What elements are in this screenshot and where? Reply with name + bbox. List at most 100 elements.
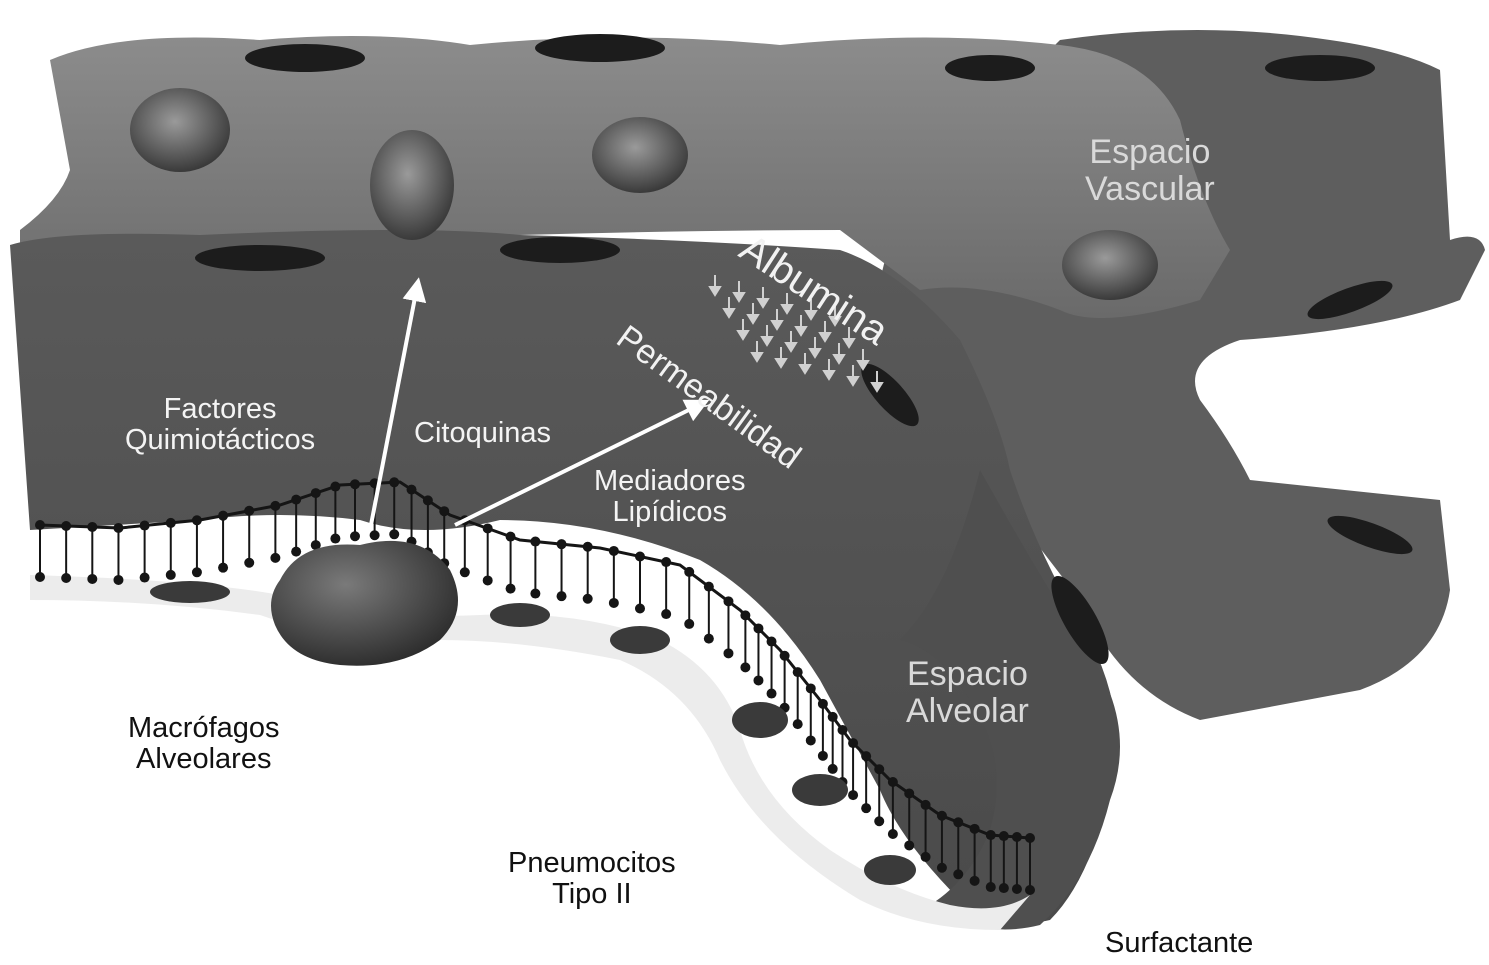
lipid-head	[506, 584, 516, 594]
lipid-head	[740, 610, 750, 620]
label-line: Espacio	[1085, 134, 1215, 171]
rbc-cell	[130, 88, 230, 172]
lipid-head	[848, 790, 858, 800]
lipid-head	[888, 829, 898, 839]
lipid-head	[953, 817, 963, 827]
lipid-head	[583, 542, 593, 552]
lipid-head	[483, 523, 493, 533]
label-line: Macrófagos	[128, 713, 280, 744]
lipid-head	[407, 485, 417, 495]
lipid-head	[806, 735, 816, 745]
lipid-head	[113, 523, 123, 533]
alveolar-macrophage	[271, 541, 458, 666]
lipid-head	[704, 634, 714, 644]
label-citoquinas: Citoquinas	[414, 418, 551, 449]
lipid-head	[330, 482, 340, 492]
lipid-head	[530, 589, 540, 599]
lipid-head	[140, 521, 150, 531]
lipid-head	[921, 800, 931, 810]
lipid-head	[806, 683, 816, 693]
lipid-head	[838, 725, 848, 735]
lipid-head	[921, 852, 931, 862]
lipid-head	[684, 619, 694, 629]
lipid-head	[61, 573, 71, 583]
lipid-head	[661, 557, 671, 567]
lipid-head	[244, 558, 254, 568]
lipid-head	[192, 515, 202, 525]
lipid-head	[904, 840, 914, 850]
label-line: Alveolares	[128, 744, 280, 775]
lipid-head	[370, 530, 380, 540]
label-line: Factores	[125, 394, 315, 425]
label-espacio-alveolar: Espacio Alveolar	[906, 656, 1029, 729]
lipid-head	[970, 876, 980, 886]
lipid-head	[506, 532, 516, 542]
lipid-head	[953, 869, 963, 879]
lipid-head	[61, 521, 71, 531]
lipid-head	[986, 830, 996, 840]
lipid-head	[635, 604, 645, 614]
lipid-head	[609, 546, 619, 556]
lipid-head	[583, 594, 593, 604]
nucleus	[732, 702, 788, 738]
nucleus	[500, 237, 620, 263]
label-surfactante: Surfactante	[1105, 928, 1253, 959]
lipid-head	[753, 675, 763, 685]
lipid-head	[87, 522, 97, 532]
lipid-head	[140, 573, 150, 583]
rbc-cell	[1062, 230, 1158, 300]
lipid-head	[818, 699, 828, 709]
lipid-head	[192, 567, 202, 577]
lipid-head	[1025, 885, 1035, 895]
nucleus	[490, 603, 550, 627]
lipid-head	[35, 520, 45, 530]
label-espacio-vascular: Espacio Vascular	[1085, 134, 1215, 207]
lipid-head	[483, 575, 493, 585]
lipid-head	[767, 689, 777, 699]
lipid-head	[557, 591, 567, 601]
lipid-head	[753, 623, 763, 633]
lipid-head	[270, 553, 280, 563]
lipid-head	[828, 764, 838, 774]
lipid-head	[904, 788, 914, 798]
lipid-head	[460, 567, 470, 577]
lipid-head	[1025, 833, 1035, 843]
lipid-head	[530, 537, 540, 547]
lipid-head	[828, 712, 838, 722]
lipid-head	[861, 803, 871, 813]
label-line: Mediadores	[594, 466, 746, 497]
lipid-head	[874, 816, 884, 826]
rbc-cell	[370, 130, 454, 240]
lipid-head	[818, 751, 828, 761]
lipid-head	[793, 719, 803, 729]
lipid-head	[1012, 884, 1022, 894]
lipid-head	[793, 667, 803, 677]
label-pneumocitos-tipo-ii: Pneumocitos Tipo II	[508, 848, 676, 911]
lipid-head	[723, 596, 733, 606]
lipid-head	[166, 570, 176, 580]
nucleus	[610, 626, 670, 654]
label-line: Vascular	[1085, 171, 1215, 208]
lipid-head	[1012, 832, 1022, 842]
lipid-head	[848, 738, 858, 748]
nucleus	[535, 34, 665, 62]
nucleus	[792, 774, 848, 806]
lipid-head	[218, 563, 228, 573]
lipid-head	[350, 479, 360, 489]
lipid-head	[999, 883, 1009, 893]
lipid-head	[740, 662, 750, 672]
rbc-cell	[592, 117, 688, 193]
lipid-head	[937, 811, 947, 821]
lipid-head	[113, 575, 123, 585]
lipid-head	[999, 831, 1009, 841]
lipid-head	[684, 567, 694, 577]
lipid-head	[244, 506, 254, 516]
label-line: Pneumocitos	[508, 848, 676, 879]
lipid-head	[888, 777, 898, 787]
lipid-head	[311, 488, 321, 498]
label-line: Quimiotácticos	[125, 425, 315, 456]
nucleus	[1265, 55, 1375, 81]
lipid-head	[970, 824, 980, 834]
label-line: Espacio	[906, 656, 1029, 693]
